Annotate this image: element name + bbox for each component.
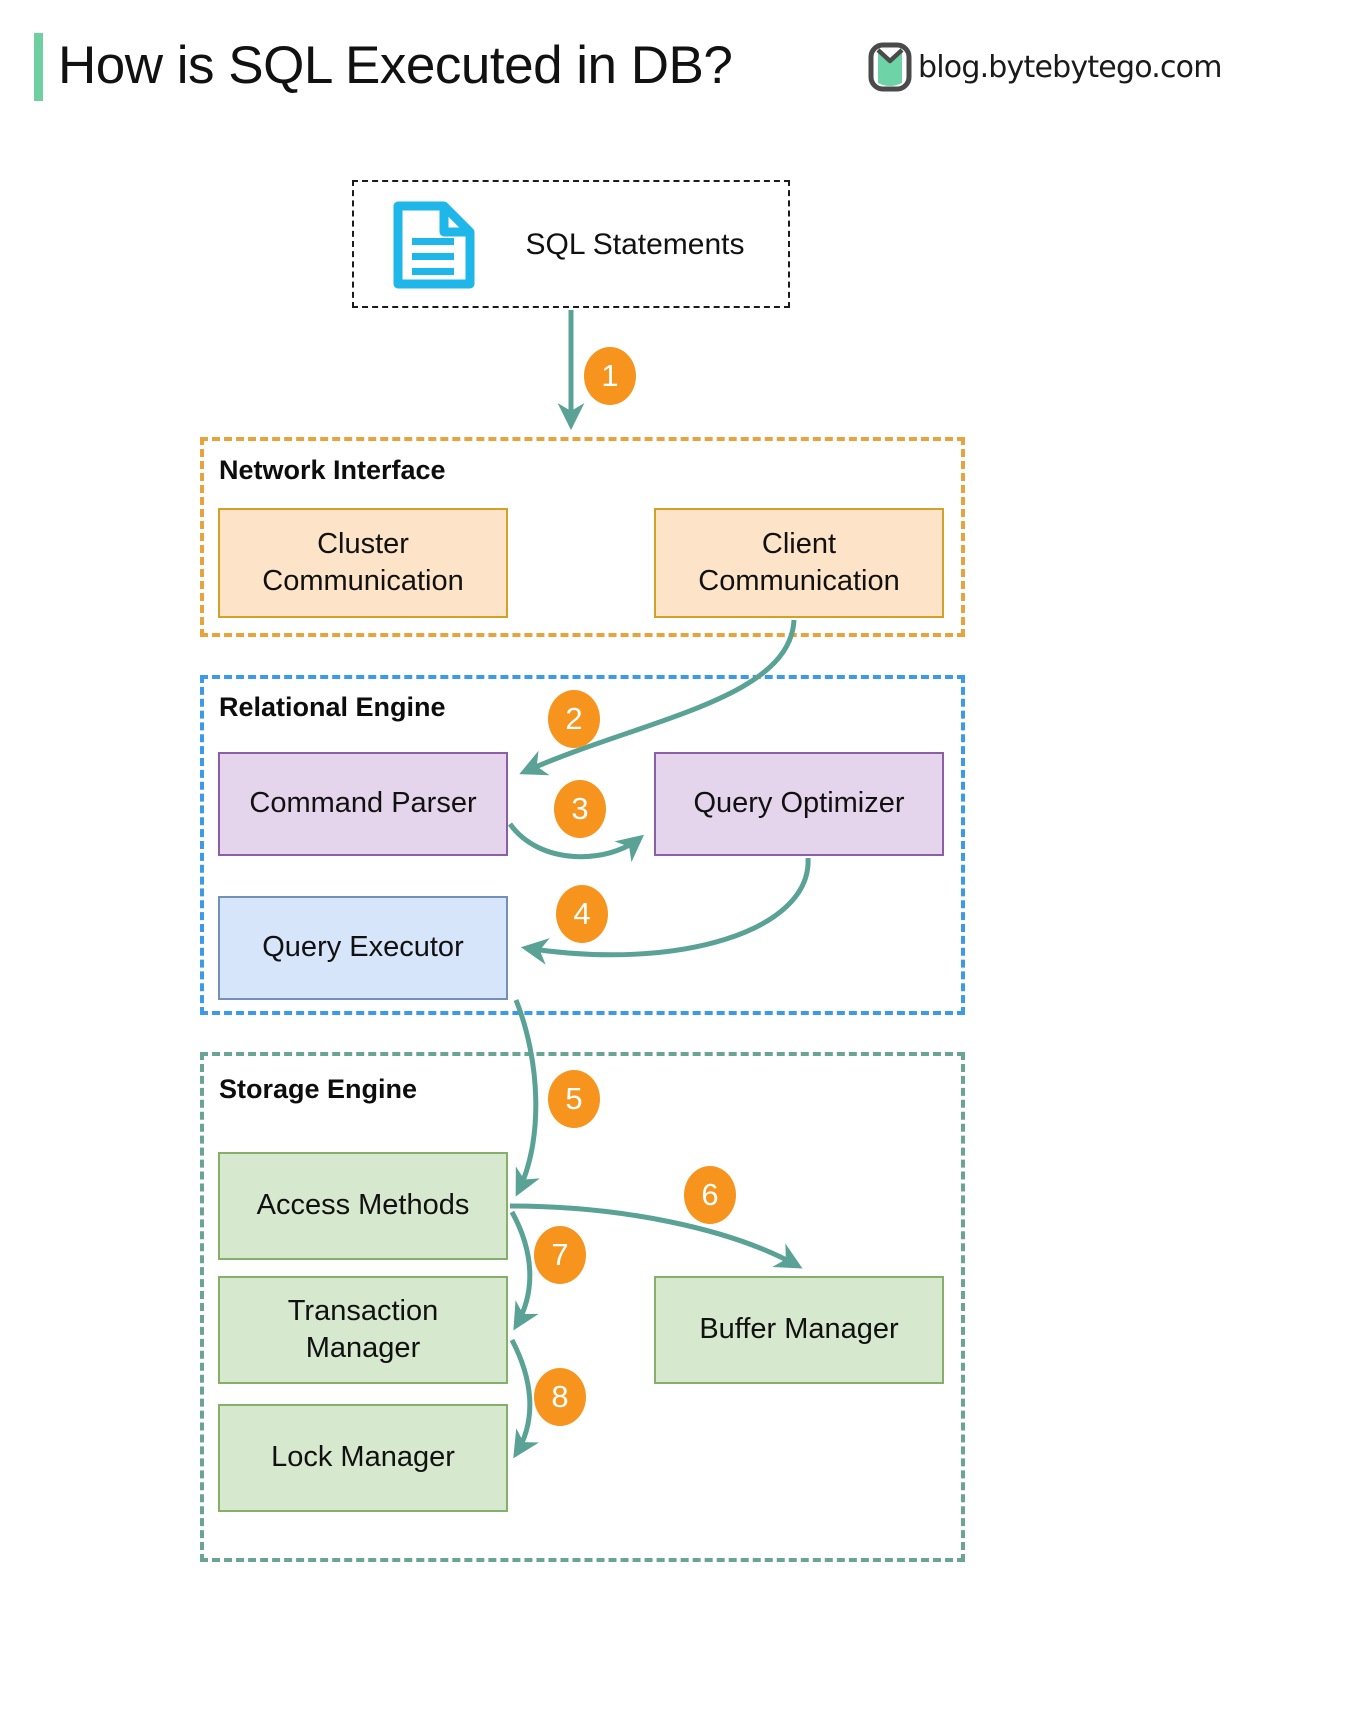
group-label-network-interface: Network Interface: [219, 455, 446, 485]
step-badge-6: 6: [684, 1166, 736, 1224]
node-query-executor[interactable]: Query Executor: [218, 896, 508, 1000]
step-badge-8: 8: [534, 1368, 586, 1426]
brand: blog.bytebytego.com: [868, 42, 1222, 92]
node-buffer-manager-label: Buffer Manager: [699, 1313, 899, 1346]
node-access-methods[interactable]: Access Methods: [218, 1152, 508, 1260]
node-query-optimizer[interactable]: Query Optimizer: [654, 752, 944, 856]
node-query-optimizer-label: Query Optimizer: [693, 787, 905, 820]
page-header: How is SQL Executed in DB? blog.bytebyte…: [0, 0, 1358, 130]
node-cluster-line1: Cluster: [317, 527, 409, 560]
node-client-communication[interactable]: Client Communication: [654, 508, 944, 618]
step-badge-7: 7: [534, 1226, 586, 1284]
brand-text: blog.bytebytego.com: [918, 49, 1222, 85]
node-cluster-communication[interactable]: Cluster Communication: [218, 508, 508, 618]
node-query-executor-label: Query Executor: [262, 931, 464, 964]
node-lock-manager[interactable]: Lock Manager: [218, 1404, 508, 1512]
group-label-storage-engine: Storage Engine: [219, 1074, 418, 1104]
node-client-line1: Client: [761, 527, 837, 560]
node-cluster-line2: Communication: [262, 565, 464, 597]
step-badge-1: 1: [584, 347, 636, 405]
document-icon: [393, 201, 475, 289]
node-access-methods-label: Access Methods: [256, 1189, 470, 1222]
sql-statements-label: SQL Statements: [525, 228, 745, 261]
step-badge-2: 2: [548, 690, 600, 748]
node-client-line2: Communication: [698, 565, 900, 597]
page-title: How is SQL Executed in DB?: [58, 36, 733, 95]
step-badge-5: 5: [548, 1070, 600, 1128]
node-buffer-manager[interactable]: Buffer Manager: [654, 1276, 944, 1384]
node-transaction-manager[interactable]: Transaction Manager: [218, 1276, 508, 1384]
node-command-parser[interactable]: Command Parser: [218, 752, 508, 856]
group-label-relational-engine: Relational Engine: [219, 692, 446, 722]
node-transaction-line2: Manager: [305, 1332, 421, 1364]
node-command-parser-label: Command Parser: [249, 787, 477, 820]
node-lock-manager-label: Lock Manager: [271, 1441, 455, 1474]
node-transaction-line1: Transaction: [287, 1294, 439, 1327]
step-badge-3: 3: [554, 780, 606, 838]
bytebytego-logo-icon: [868, 42, 912, 92]
step-badge-4: 4: [556, 885, 608, 943]
title-accent-bar: [34, 33, 43, 101]
